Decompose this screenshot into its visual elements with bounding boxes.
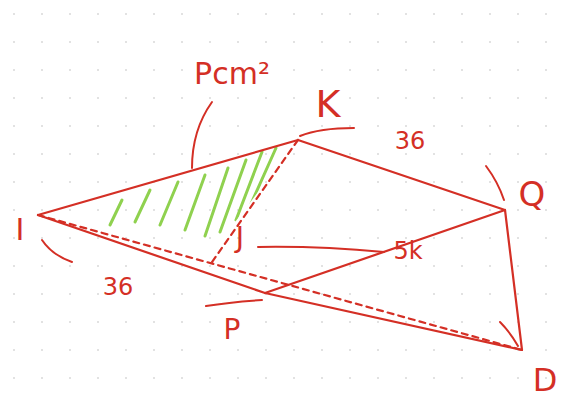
- dimension-label: 5k: [393, 239, 422, 263]
- vertex-label: J: [236, 224, 244, 252]
- vertex-label: D: [533, 364, 558, 396]
- dimension-label: 36: [395, 129, 426, 153]
- prism-edges: [38, 140, 522, 350]
- vertex-label: P: [224, 316, 241, 344]
- vertex-label: K: [316, 85, 341, 123]
- dimension-label: 36: [103, 275, 134, 299]
- vertex-label: I: [16, 215, 25, 245]
- leader-lines: [42, 102, 518, 346]
- vertex-label: Pcm²: [194, 59, 270, 89]
- vertex-label: Q: [519, 177, 546, 211]
